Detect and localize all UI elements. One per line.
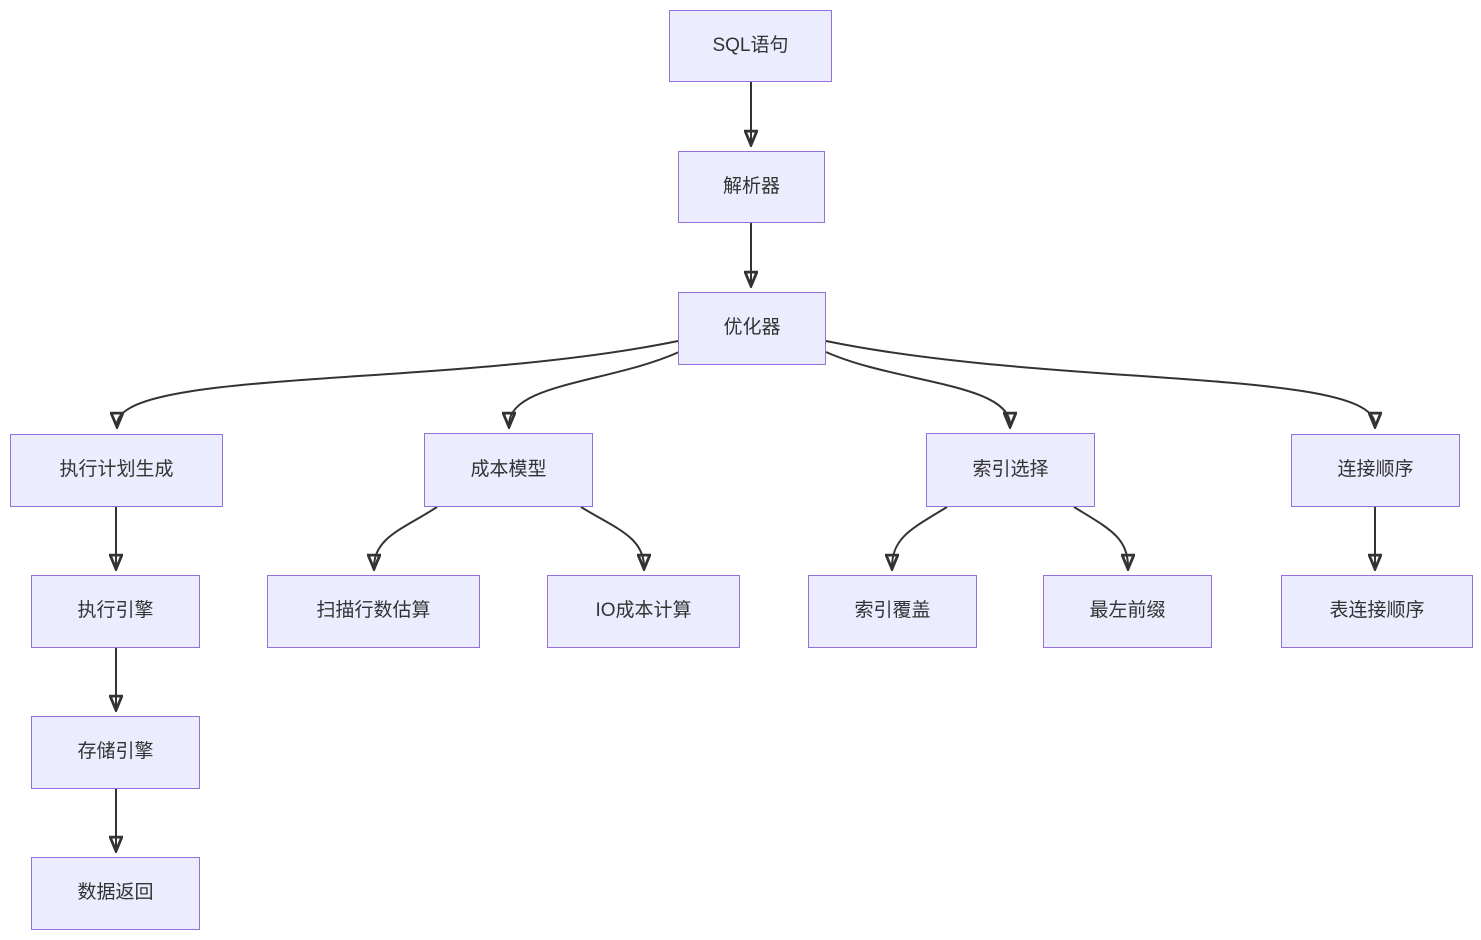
edge-optimizer-to-index-select (825, 351, 1010, 425)
node-join-order-label: 连接顺序 (1337, 459, 1414, 481)
edge-cost-model-to-io-cost (580, 506, 644, 567)
edge-index-select-to-index-cover (892, 506, 948, 567)
edge-index-select-to-leftmost-prefix (1073, 506, 1128, 567)
node-index-covering: 索引覆盖 (808, 575, 977, 648)
node-join-order: 连接顺序 (1291, 434, 1460, 507)
node-cost-model: 成本模型 (424, 433, 593, 507)
node-parser-label: 解析器 (722, 175, 780, 197)
node-index-selection: 索引选择 (926, 433, 1095, 507)
node-data-return-label: 数据返回 (77, 882, 154, 904)
node-sql-statement: SQL语句 (669, 10, 832, 82)
node-parser: 解析器 (678, 151, 825, 223)
node-storage-engine-label: 存储引擎 (77, 741, 154, 763)
node-index-covering-label: 索引覆盖 (854, 600, 931, 622)
node-table-join-order-label: 表连接顺序 (1329, 600, 1425, 622)
node-leftmost-prefix-label: 最左前缀 (1089, 600, 1166, 622)
node-io-cost-calculation: IO成本计算 (547, 575, 740, 648)
node-leftmost-prefix: 最左前缀 (1043, 575, 1212, 648)
node-scan-row-estimation: 扫描行数估算 (267, 575, 480, 648)
node-cost-model-label: 成本模型 (470, 458, 547, 480)
node-storage-engine: 存储引擎 (31, 716, 200, 789)
node-table-join-order: 表连接顺序 (1281, 575, 1473, 648)
edge-cost-model-to-scan-rows (374, 506, 438, 567)
node-index-selection-label: 索引选择 (972, 458, 1049, 480)
edge-optimizer-to-join-order (825, 340, 1375, 425)
node-scan-row-estimation-label: 扫描行数估算 (316, 600, 431, 622)
node-io-cost-calculation-label: IO成本计算 (595, 600, 692, 622)
node-optimizer-label: 优化器 (723, 317, 781, 339)
node-optimizer: 优化器 (678, 292, 826, 365)
node-sql-statement-label: SQL语句 (712, 34, 789, 56)
node-execution-engine: 执行引擎 (31, 575, 200, 648)
node-execution-engine-label: 执行引擎 (77, 600, 154, 622)
node-data-return: 数据返回 (31, 857, 200, 930)
node-execution-plan-generation-label: 执行计划生成 (59, 459, 174, 481)
node-execution-plan-generation: 执行计划生成 (10, 434, 223, 507)
edge-optimizer-to-plan-gen (117, 340, 679, 425)
edge-optimizer-to-cost-model (509, 351, 680, 425)
